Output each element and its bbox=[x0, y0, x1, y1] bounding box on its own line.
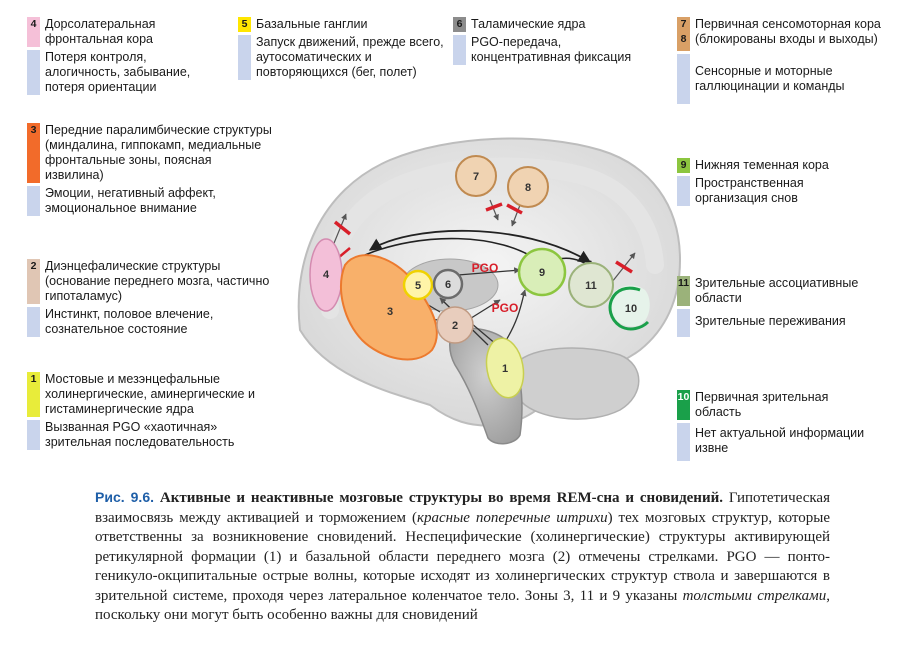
caption-title: Активные и неактивные мозговые структуры… bbox=[159, 490, 723, 506]
legend-9-head: Нижняя теменная кора bbox=[695, 158, 829, 172]
legend-7-8: 7 8 Первичная сенсомоторная кора (блокир… bbox=[677, 17, 902, 104]
legend-3-desc-swatch bbox=[27, 186, 40, 216]
region-7-shape bbox=[455, 155, 497, 197]
legend-7-8-desc-swatch bbox=[677, 54, 690, 104]
legend-11-desc: Зрительные переживания bbox=[695, 314, 846, 328]
brain-diagram: 4 3 5 6 2 1 7 8 9 11 10 PGO PGO bbox=[297, 137, 682, 445]
caption-text-2: ) тех мозговых структур, которые ответст… bbox=[95, 509, 831, 604]
legend-11: 11 Зрительные ассоциативные области Зрит… bbox=[677, 276, 877, 337]
legend-9-number: 9 bbox=[680, 159, 687, 171]
legend-5-desc-swatch bbox=[238, 35, 251, 80]
legend-1-desc: Вызванная PGO «хаотичная» зрительная пос… bbox=[45, 420, 235, 449]
legend-8-number: 8 bbox=[680, 33, 687, 45]
caption-text-1: Гипотетическая взаимосвязь между активац… bbox=[95, 490, 830, 526]
legend-2-desc-swatch bbox=[27, 307, 40, 337]
legend-11-swatch bbox=[677, 276, 690, 306]
region-6-label: 6 bbox=[445, 279, 451, 291]
region-9-label: 9 bbox=[539, 267, 545, 279]
region-1-shape bbox=[485, 337, 525, 399]
region-2-label: 2 bbox=[452, 320, 458, 332]
legend-3: 3 Передние паралимбические структуры (ми… bbox=[27, 123, 272, 216]
legend-4-swatch bbox=[27, 17, 40, 47]
legend-5-head: Базальные ганглии bbox=[256, 17, 368, 31]
legend-6-swatch bbox=[453, 17, 466, 32]
legend-3-desc: Эмоции, негативный аффект, эмоциональное… bbox=[45, 186, 216, 215]
legend-1: 1 Мостовые и мезэнцефальные холинергичес… bbox=[27, 372, 272, 450]
legend-9: 9 Нижняя теменная кора Пространственная … bbox=[677, 158, 867, 206]
legend-1-swatch bbox=[27, 372, 40, 417]
legend-6-head: Таламические ядра bbox=[471, 17, 586, 31]
legend-7-8-desc: Сенсорные и моторные галлюцинации и кома… bbox=[695, 64, 845, 93]
region-8-shape bbox=[507, 166, 549, 208]
legend-6-number: 6 bbox=[456, 18, 463, 30]
region-5-label: 5 bbox=[415, 280, 421, 292]
legend-4-number: 4 bbox=[30, 18, 37, 30]
pgo-label-top: PGO bbox=[472, 261, 499, 275]
legend-9-desc-swatch bbox=[677, 176, 690, 206]
legend-6-desc-swatch bbox=[453, 35, 466, 65]
caption-lead: Рис. 9.6. bbox=[95, 489, 155, 505]
caption-italic-1: красные поперечные штрихи bbox=[416, 509, 608, 526]
region-7-label: 7 bbox=[473, 171, 479, 183]
caption-text-3: , поскольку они могут быть особенно важн… bbox=[95, 587, 830, 624]
region-11-shape bbox=[568, 262, 614, 308]
legend-10: 10 Первичная зрительная область Нет акту… bbox=[677, 390, 867, 461]
pgo-label-bottom: PGO bbox=[492, 301, 519, 315]
legend-11-head: Зрительные ассоциативные области bbox=[695, 276, 859, 305]
region-8-label: 8 bbox=[525, 182, 531, 194]
legend-4-desc-swatch bbox=[27, 50, 40, 95]
region-5-shape bbox=[402, 269, 434, 301]
legend-11-number: 11 bbox=[677, 277, 690, 289]
legend-10-desc: Нет актуальной информации извне bbox=[695, 426, 865, 455]
legend-4-desc: Потеря контроля, алогичность, забывание,… bbox=[45, 50, 191, 94]
legend-10-number: 10 bbox=[677, 391, 690, 403]
region-9-shape bbox=[517, 247, 567, 297]
region-3-label: 3 bbox=[387, 306, 393, 318]
legend-1-number: 1 bbox=[30, 373, 37, 385]
legend-2: 2 Диэнцефалические структуры (основание … bbox=[27, 259, 272, 337]
legend-3-head: Передние паралимбические структуры (минд… bbox=[45, 123, 272, 182]
legend-2-head: Диэнцефалические структуры (основание пе… bbox=[45, 259, 270, 303]
region-2-shape bbox=[436, 306, 474, 344]
legend-2-number: 2 bbox=[30, 260, 37, 272]
region-10-shape bbox=[610, 285, 650, 327]
legend-7-8-head: Первичная сенсомоторная кора (блокирован… bbox=[695, 17, 881, 46]
legend-10-desc-swatch bbox=[677, 423, 690, 461]
legend-4-head: Дорсолатеральная фронтальная кора bbox=[45, 17, 156, 46]
legend-2-desc: Инстинкт, половое влечение, сознательное… bbox=[45, 307, 214, 336]
legend-9-swatch bbox=[677, 158, 690, 173]
legend-3-number: 3 bbox=[30, 124, 37, 136]
legend-4: 4 Дорсолатеральная фронтальная кора Поте… bbox=[27, 17, 222, 95]
legend-2-swatch bbox=[27, 259, 40, 304]
legend-11-desc-swatch bbox=[677, 309, 690, 337]
region-6-shape bbox=[432, 268, 464, 300]
legend-7-8-swatch bbox=[677, 17, 690, 51]
figure-caption: Рис. 9.6. Активные и неактивные мозговые… bbox=[95, 488, 830, 626]
legend-1-desc-swatch bbox=[27, 420, 40, 450]
region-1-label: 1 bbox=[502, 363, 508, 375]
region-4-label: 4 bbox=[323, 269, 330, 281]
legend-3-swatch bbox=[27, 123, 40, 183]
region-10-outline bbox=[608, 286, 650, 331]
legend-10-head: Первичная зрительная область bbox=[695, 390, 829, 419]
legend-1-head: Мостовые и мезэнцефальные холинергически… bbox=[45, 372, 255, 416]
legend-9-desc: Пространственная организация снов bbox=[695, 176, 804, 205]
legend-6-desc: PGO-передача, концентративная фиксация bbox=[471, 35, 632, 64]
legend-5-number: 5 bbox=[241, 18, 248, 30]
cerebellum bbox=[511, 347, 640, 420]
legend-5-desc: Запуск движений, прежде всего, аутосомат… bbox=[256, 35, 444, 79]
legend-5: 5 Базальные ганглии Запуск движений, пре… bbox=[238, 17, 448, 80]
region-11-label: 11 bbox=[585, 280, 597, 292]
legend-10-swatch bbox=[677, 390, 690, 420]
region-10-label: 10 bbox=[625, 303, 637, 315]
legend-6: 6 Таламические ядра PGO-передача, концен… bbox=[453, 17, 653, 65]
legend-5-swatch bbox=[238, 17, 251, 32]
caption-italic-2: толстыми стрелками bbox=[682, 587, 827, 604]
legend-7-number: 7 bbox=[680, 18, 687, 30]
